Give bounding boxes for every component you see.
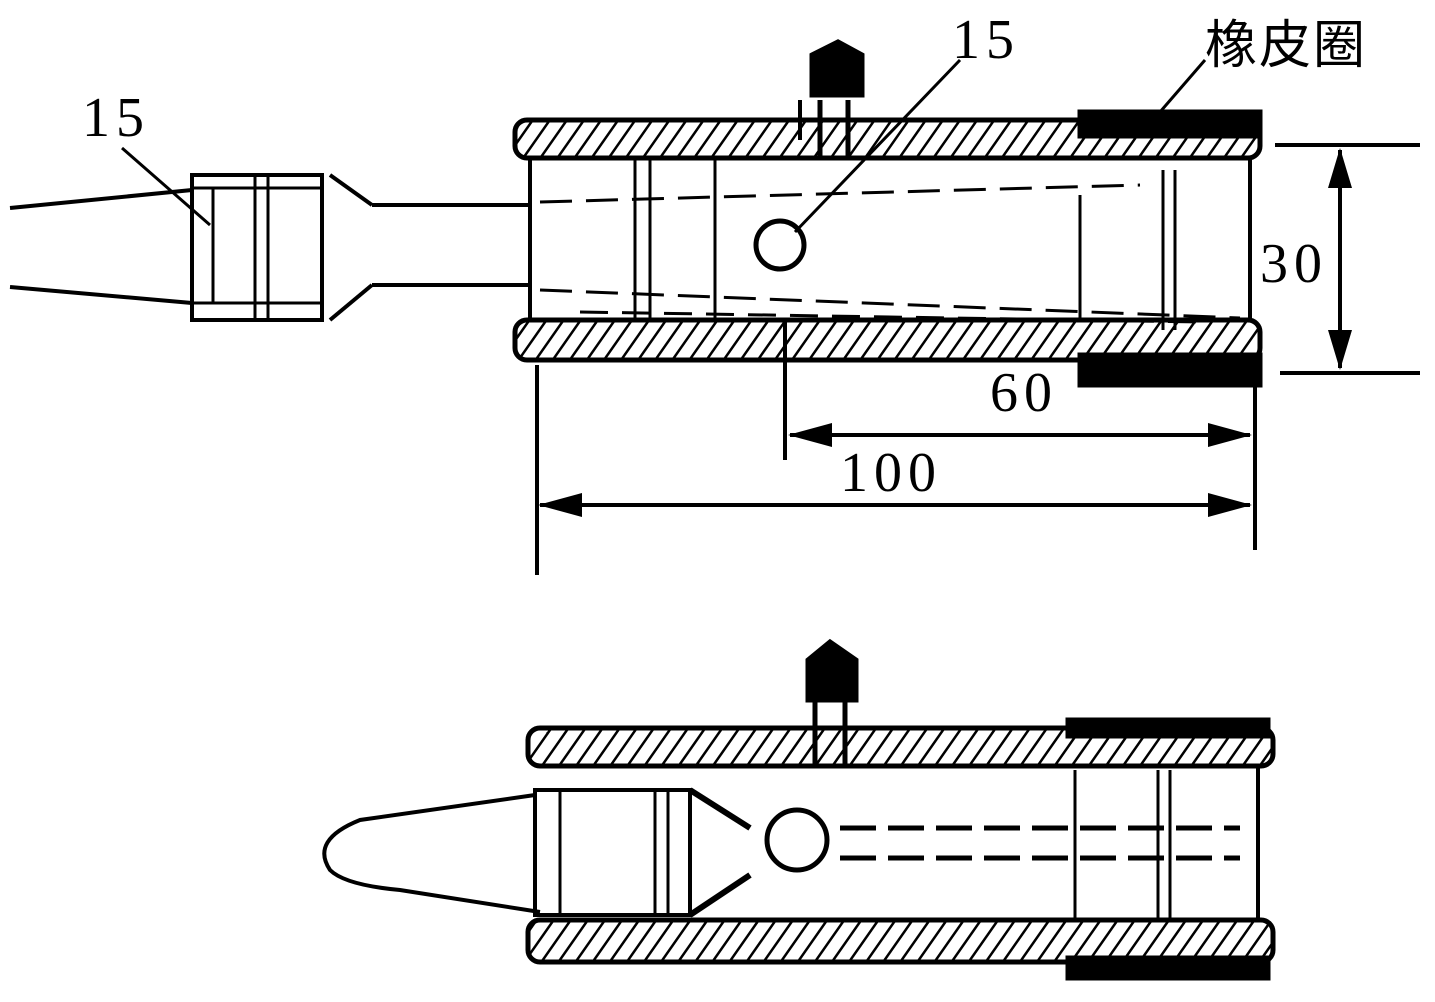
top-valve — [798, 39, 865, 160]
rubber-ring-label: 橡皮圈 — [1205, 16, 1368, 76]
diameter-dimension-label: 30 — [1260, 233, 1328, 295]
dimension-lines — [535, 143, 1420, 575]
total-length-dimension-label: 100 — [840, 442, 942, 504]
part-number-label-left: 15 — [82, 87, 150, 149]
assembled-tube-walls — [525, 717, 1276, 981]
assembled-valve — [805, 638, 859, 765]
main-tube-walls — [512, 109, 1263, 388]
assembled-probe — [322, 766, 1260, 920]
left-probe — [9, 173, 530, 322]
ring-length-dimension-label: 60 — [990, 362, 1058, 424]
main-tube-interior — [528, 158, 1252, 330]
part-number-label-top: 15 — [952, 9, 1020, 71]
leader-lines — [121, 58, 1207, 234]
